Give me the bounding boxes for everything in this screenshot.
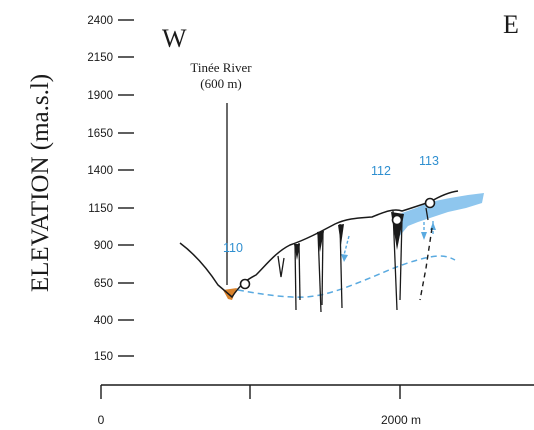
y-tick-label: 900 <box>94 240 113 252</box>
flow-arrows <box>341 221 436 262</box>
y-axis-ticks <box>118 19 134 357</box>
east-label: E <box>503 10 519 39</box>
water-table <box>237 255 456 298</box>
sliding-mass <box>393 193 484 238</box>
river-deposit <box>223 288 237 300</box>
y-tick-label: 1650 <box>87 128 113 140</box>
borehole-110-marker <box>239 278 251 290</box>
borehole-112-marker <box>391 214 403 226</box>
y-axis-label: ELEVATION (ma.s.l) <box>27 74 54 292</box>
topographic-profile <box>179 190 459 299</box>
y-tick-label: 1150 <box>88 203 113 215</box>
borehole-110-label: 110 <box>223 241 243 255</box>
west-label: W <box>162 24 187 53</box>
y-axis-tick-labels: 2400 2150 1900 1650 1400 1150 900 650 40… <box>87 15 113 363</box>
x-tick-label-origin: 0 <box>98 413 105 427</box>
borehole-113-label: 113 <box>419 154 439 168</box>
y-tick-label: 400 <box>94 315 113 327</box>
inferred-fault <box>419 227 433 301</box>
river-elevation: (600 m) <box>200 76 242 91</box>
x-axis <box>100 384 534 399</box>
y-tick-label: 2400 <box>87 15 113 27</box>
river-name: Tinée River <box>190 60 252 75</box>
y-tick-label: 1400 <box>87 165 113 177</box>
y-tick-label: 1900 <box>87 90 113 102</box>
borehole-113-marker <box>424 197 436 209</box>
y-tick-label: 150 <box>94 351 113 363</box>
y-tick-label: 650 <box>94 278 113 290</box>
borehole-112-label: 112 <box>371 164 391 178</box>
y-tick-label: 2150 <box>87 52 113 64</box>
fracture-lines <box>277 207 429 313</box>
x-tick-label-2000: 2000 m <box>381 413 421 427</box>
